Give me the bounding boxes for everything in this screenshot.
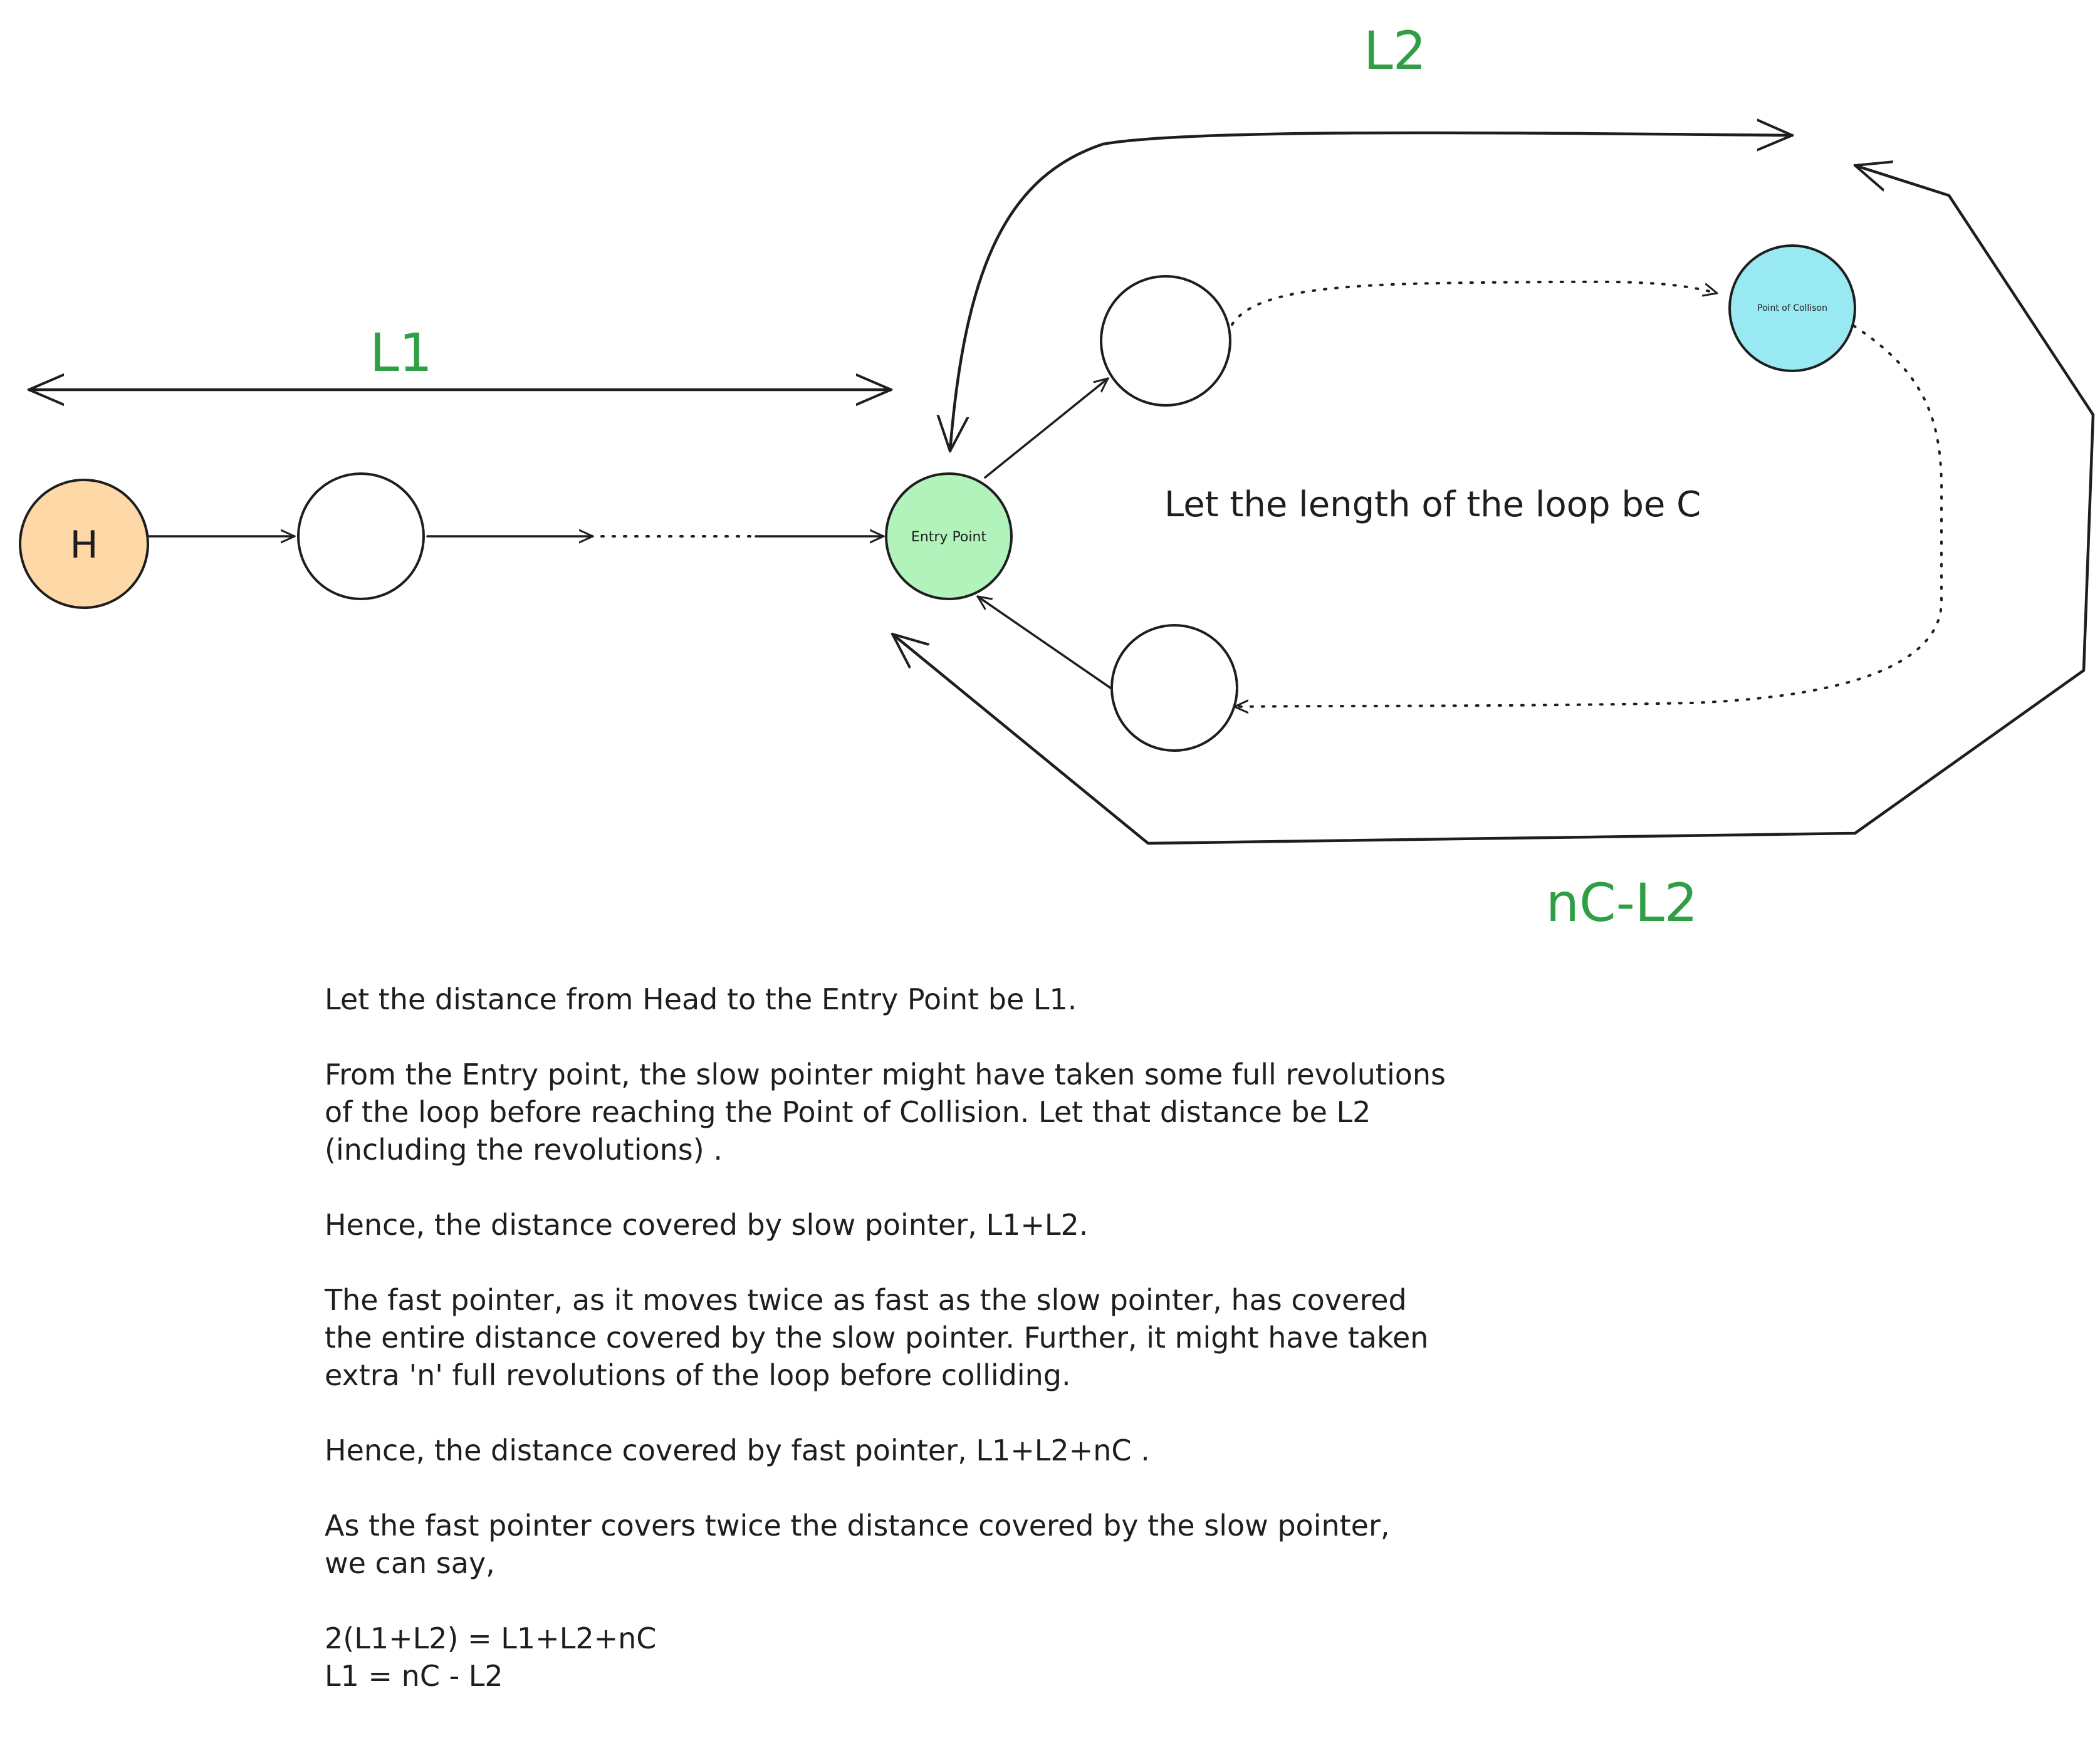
- l1-label: L1: [370, 322, 432, 383]
- svg-text:H: H: [70, 523, 98, 567]
- edge-bottom-node-to-entry: [976, 595, 1112, 689]
- explanation-paragraph-2: From the Entry point, the slow pointer m…: [325, 1058, 1446, 1167]
- head-node: H: [19, 479, 149, 609]
- remainder-label: nC-L2: [1546, 872, 1698, 934]
- svg-text:Point of Collison: Point of Collison: [1757, 303, 1827, 313]
- l2-label: L2: [1364, 20, 1426, 81]
- explanation-paragraph-1: Let the distance from Head to the Entry …: [325, 982, 1077, 1016]
- loop-node-top: [1100, 275, 1231, 407]
- remainder-span-arrow: [891, 165, 2095, 845]
- edge-top-node-to-collision: [1231, 280, 1718, 326]
- entry-point-node: Entry Point: [885, 472, 1013, 600]
- loop-node-bottom: [1110, 624, 1238, 752]
- loop-length-caption: Let the length of the loop be C: [1164, 484, 1701, 525]
- explanation-paragraph-3: Hence, the distance covered by slow poin…: [325, 1208, 1089, 1242]
- explanation-paragraph-5: Hence, the distance covered by fast poin…: [325, 1433, 1150, 1467]
- equation-1: 2(L1+L2) = L1+L2+nC: [325, 1621, 657, 1655]
- linked-list-cycle-diagram: L1 L2 nC-L2 H Entry Point Point of Colli…: [19, 20, 2095, 934]
- equation-2: L1 = nC - L2: [325, 1659, 503, 1693]
- explanation-paragraph-6: As the fast pointer covers twice the dis…: [325, 1509, 1390, 1580]
- edge-collision-to-bottom-node: [1233, 325, 1943, 707]
- list-node: [297, 472, 425, 600]
- edge-entry-to-top-node: [984, 377, 1109, 479]
- explanation-paragraph-4: The fast pointer, as it moves twice as f…: [325, 1283, 1429, 1392]
- explanation-text: Let the distance from Head to the Entry …: [325, 981, 1578, 1695]
- collision-node: Point of Collison: [1728, 244, 1856, 372]
- svg-text:Entry Point: Entry Point: [911, 529, 987, 545]
